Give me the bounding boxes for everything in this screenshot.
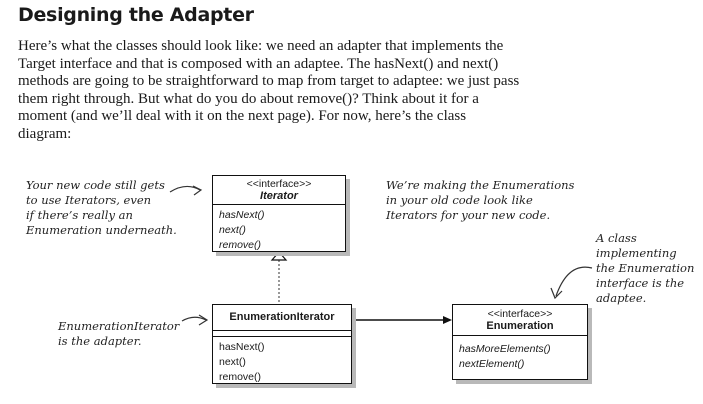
implements-arrowhead: [270, 251, 288, 261]
intro-paragraph: Here’s what the classes should look like…: [18, 38, 520, 142]
note-adapter-arrow: [181, 316, 207, 322]
note-adaptee: A class implementing the Enumeration int…: [596, 231, 695, 305]
class-enumeration-iterator: EnumerationIterator hasNext() next() rem…: [212, 304, 352, 384]
page-title: Designing the Adapter: [18, 4, 254, 26]
enumeration-method: hasMoreElements(): [459, 343, 551, 355]
iterator-method: hasNext(): [219, 209, 265, 221]
iterator-stereotype: <<interface>>: [246, 178, 312, 190]
note-enumerations: We’re making the Enumerations in your ol…: [386, 178, 575, 222]
iterator-method: remove(): [219, 239, 262, 251]
enum-iterator-method: remove(): [219, 371, 262, 383]
enum-iterator-name: EnumerationIterator: [229, 311, 335, 323]
iterator-method: next(): [219, 224, 246, 236]
class-iterator: <<interface>> Iterator hasNext() next() …: [212, 175, 346, 252]
composition-arrowhead: [443, 316, 452, 324]
enumeration-stereotype: <<interface>>: [487, 308, 553, 320]
iterator-name: Iterator: [260, 190, 298, 202]
note-adaptee-arrow: [555, 266, 593, 297]
note-iterators: Your new code still gets to use Iterator…: [26, 178, 177, 237]
enumeration-method: nextElement(): [459, 358, 525, 370]
enumeration-name: Enumeration: [486, 320, 554, 332]
class-enumeration: <<interface>> Enumeration hasMoreElement…: [452, 304, 588, 380]
note-adapter: EnumerationIterator is the adapter.: [58, 319, 180, 348]
enum-iterator-method: hasNext(): [219, 341, 265, 353]
enum-iterator-method: next(): [219, 356, 246, 368]
